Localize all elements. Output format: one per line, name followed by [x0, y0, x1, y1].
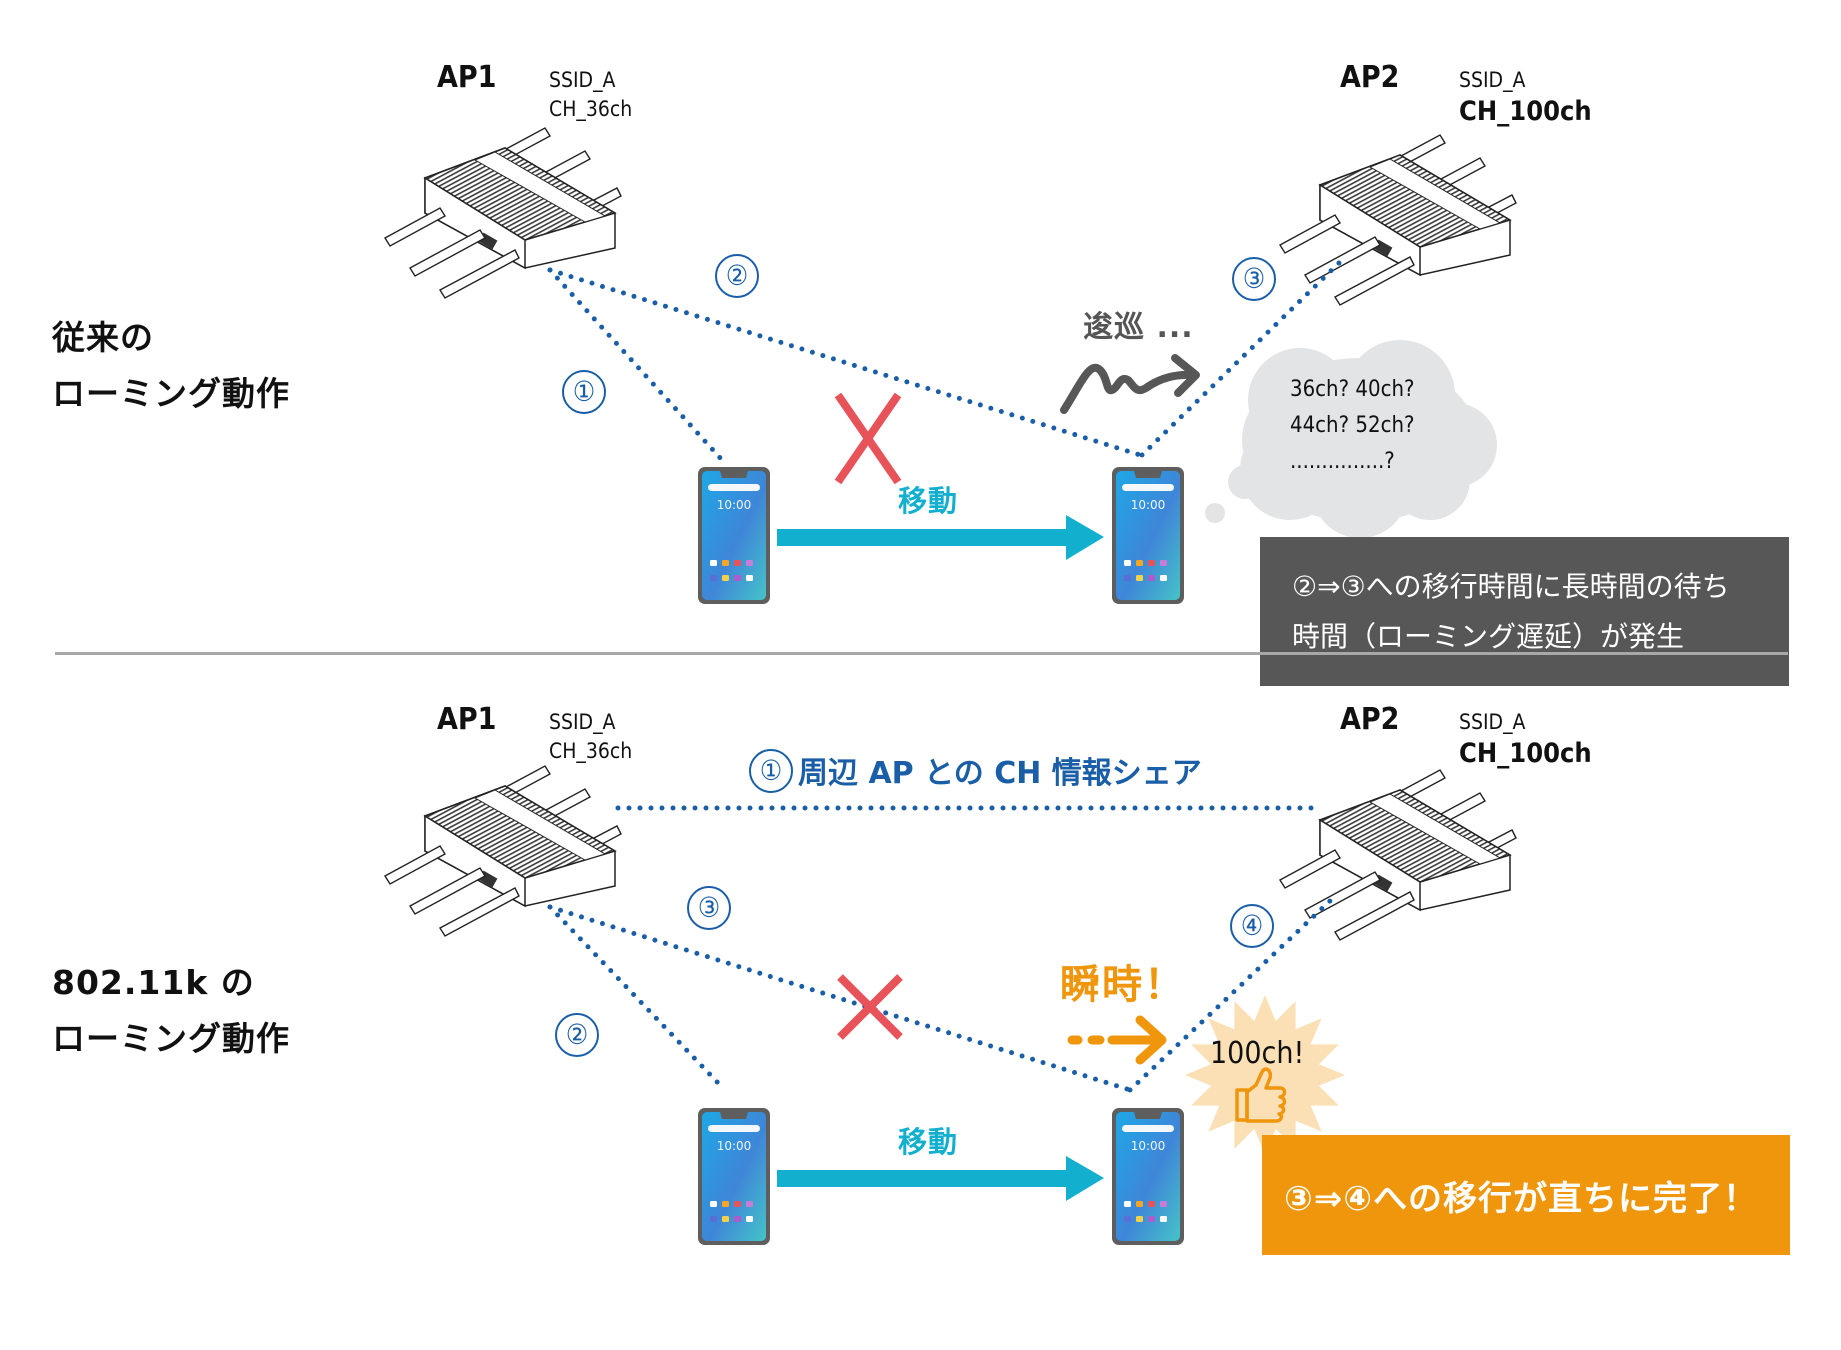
- message-line: ③⇒④への移行が直ちに完了！: [1284, 1179, 1759, 1219]
- section-divider: [55, 652, 1788, 655]
- section-title-80211k: 802.11k の ローミング動作: [52, 955, 290, 1067]
- ap1-label: AP1: [437, 702, 497, 737]
- title-line: 802.11k の: [52, 963, 255, 1002]
- step-badge-3: ③: [1232, 257, 1276, 301]
- x-mark-icon: [834, 392, 902, 485]
- ap2-info: SSID_A CH_100ch: [1459, 66, 1592, 129]
- ap1-info: SSID_A CH_36ch: [549, 708, 632, 766]
- thought-text: 36ch? 40ch? 44ch? 52ch? ...............?: [1290, 372, 1415, 480]
- thumbs-up-icon: [1235, 1067, 1287, 1123]
- title-line: ローミング動作: [52, 374, 290, 413]
- step-badge-3: ③: [687, 886, 731, 930]
- link-lines-top: [547, 259, 1343, 463]
- title-line: 従来の: [52, 318, 154, 357]
- step-badge-4: ④: [1230, 904, 1274, 948]
- ap1-device-icon: [384, 765, 622, 937]
- message-line: 時間（ローミング遅延）が発生: [1292, 620, 1685, 653]
- ap2-label: AP2: [1340, 702, 1400, 737]
- ap2-channel: CH_100ch: [1459, 96, 1592, 127]
- move-label: 移動: [898, 484, 959, 518]
- move-arrow-bottom: [777, 1156, 1104, 1201]
- step-badge-2: ②: [555, 1013, 599, 1057]
- title-line: ローミング動作: [52, 1019, 290, 1058]
- ap2-ssid: SSID_A: [1459, 710, 1526, 734]
- ap2-channel: CH_100ch: [1459, 738, 1592, 769]
- instant-arrow-icon: [1067, 1015, 1167, 1065]
- phone-end-icon: [1112, 467, 1184, 604]
- ap1-ssid: SSID_A: [549, 710, 616, 734]
- phone-start-icon: [698, 467, 770, 604]
- phone-end-icon: [1112, 1108, 1184, 1245]
- step-badge-2: ②: [715, 254, 759, 298]
- x-mark-icon: [837, 974, 903, 1040]
- ap2-label: AP2: [1340, 60, 1400, 95]
- move-arrow-top: [777, 515, 1104, 560]
- section-title-conventional: 従来の ローミング動作: [52, 310, 290, 422]
- ch-share-label: 周辺 AP との CH 情報シェア: [798, 756, 1202, 791]
- ap2-ssid: SSID_A: [1459, 68, 1526, 92]
- step-badge-1: ①: [749, 749, 793, 793]
- move-label: 移動: [898, 1125, 959, 1159]
- ap1-channel: CH_36ch: [549, 739, 633, 763]
- phone-start-icon: [698, 1108, 770, 1245]
- link-line-step2: [547, 267, 1143, 458]
- link-line-step4: [1127, 897, 1334, 1093]
- link-line-step3: [1139, 259, 1343, 458]
- step-badge-1: ①: [562, 370, 606, 414]
- ap1-label: AP1: [437, 60, 497, 95]
- ap1-device-icon: [384, 127, 622, 299]
- hesitate-label: 逡巡 ...: [1083, 310, 1194, 345]
- message-line: ②⇒③への移行時間に長時間の待ち: [1292, 570, 1730, 603]
- thought-line: ...............?: [1290, 449, 1395, 474]
- starburst-shape: [1185, 995, 1345, 1155]
- thought-cloud: [1205, 340, 1497, 538]
- ap1-ssid: SSID_A: [549, 68, 616, 92]
- ap2-device-icon: [1279, 134, 1517, 306]
- instant-roaming-message: ③⇒④への移行が直ちに完了！: [1262, 1135, 1790, 1255]
- squiggle-arrow-head: [1171, 354, 1200, 397]
- link-line-step3: [547, 904, 1133, 1093]
- squiggle-arrow-icon: [1060, 363, 1196, 414]
- ap1-info: SSID_A CH_36ch: [549, 66, 632, 124]
- burst-channel-label: 100ch!: [1210, 1036, 1305, 1071]
- ap2-info: SSID_A CH_100ch: [1459, 708, 1592, 771]
- roaming-delay-message: ②⇒③への移行時間に長時間の待ち 時間（ローミング遅延）が発生: [1260, 537, 1789, 686]
- thought-line: 44ch? 52ch?: [1290, 413, 1415, 438]
- link-line-step2: [547, 904, 723, 1088]
- link-lines-bottom: [547, 805, 1334, 1093]
- instant-label: 瞬時！: [1060, 962, 1186, 1008]
- ap1-channel: CH_36ch: [549, 97, 633, 121]
- thought-line: 36ch? 40ch?: [1290, 377, 1415, 402]
- link-line-step1: [547, 267, 725, 463]
